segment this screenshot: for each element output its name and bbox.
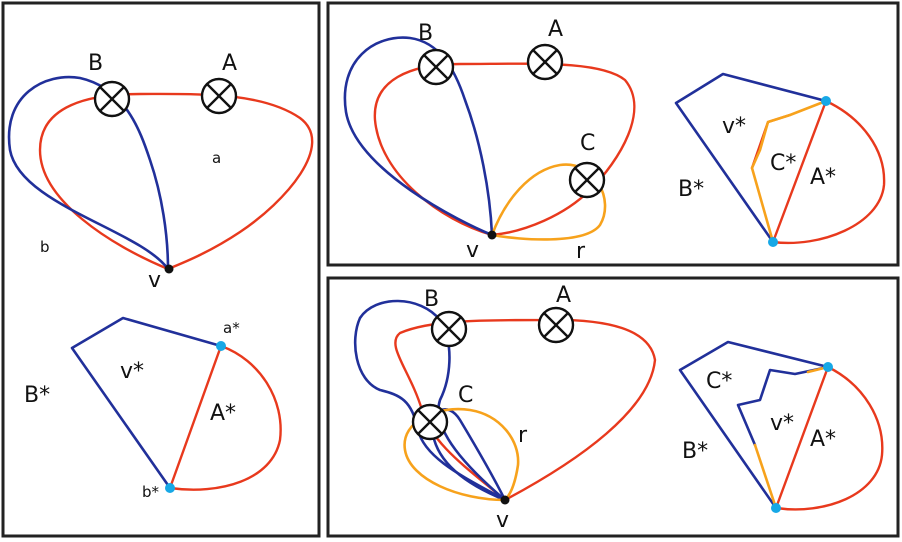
br-label-B-star: B* xyxy=(682,439,708,464)
br-label-A-star: A* xyxy=(810,427,836,452)
br-label-v-star: v* xyxy=(770,411,794,436)
br-dual-blue-boundary xyxy=(678,340,830,510)
tr-C-vertex-icon xyxy=(568,161,606,199)
tr-label-B-star: B* xyxy=(678,177,704,202)
left-A-vertex-icon xyxy=(200,77,238,115)
tr-dual-top-dot xyxy=(821,96,831,106)
br-C-vertex-icon xyxy=(411,403,449,441)
tr-B-vertex-icon xyxy=(417,48,455,86)
left-panel-frame xyxy=(1,1,321,538)
br-orange-loop xyxy=(403,407,520,502)
left-label-v-star: v* xyxy=(120,359,144,384)
br-label-C-star: C* xyxy=(706,369,732,394)
left-graph: B A a b v xyxy=(7,51,314,293)
left-dual-red-arc xyxy=(168,344,282,491)
br-B-vertex-icon xyxy=(430,310,468,348)
left-blue-loop xyxy=(7,75,170,271)
br-label-v: v xyxy=(496,508,509,533)
left-v-dot xyxy=(164,264,174,274)
br-dual-bottom-dot xyxy=(771,503,781,513)
left-B-vertex-icon xyxy=(93,80,131,118)
br-blue-loop xyxy=(353,299,507,502)
tr-dual-red-arc xyxy=(771,99,886,245)
bottom-right-dual: C* v* A* B* xyxy=(678,340,884,513)
left-label-B: B xyxy=(88,51,103,76)
tr-label-A: A xyxy=(548,17,563,42)
tr-dual-red-chord xyxy=(771,99,828,244)
tr-v-dot xyxy=(487,230,497,240)
tr-blue-loop xyxy=(343,36,494,237)
left-label-b: b xyxy=(40,238,50,256)
tr-label-C-star: C* xyxy=(770,151,796,176)
br-label-r: r xyxy=(518,423,528,448)
left-dual-b-star-dot xyxy=(165,483,175,493)
br-dual-top-dot xyxy=(823,362,833,372)
tr-dual-orange-path xyxy=(750,99,828,244)
bottom-right-graph: B A C r v xyxy=(353,283,657,533)
tr-label-A-star: A* xyxy=(810,165,836,190)
top-right-panel-frame xyxy=(326,1,900,267)
br-label-A: A xyxy=(556,283,571,308)
left-label-v: v xyxy=(148,268,161,293)
tr-dual-bottom-dot xyxy=(768,237,778,247)
left-dual-red-chord xyxy=(168,344,223,490)
tr-label-v: v xyxy=(466,238,479,263)
br-dual-red-chord xyxy=(774,365,830,510)
br-v-dot xyxy=(500,495,510,505)
left-red-loop xyxy=(38,92,314,271)
left-label-a-star: a* xyxy=(223,319,240,337)
tr-dual-blue-boundary xyxy=(674,72,828,244)
left-dual-blue-boundary xyxy=(70,316,223,490)
left-label-a: a xyxy=(212,149,221,167)
br-dual-red-arc xyxy=(774,365,884,511)
left-dual-a-star-dot xyxy=(216,341,226,351)
tr-A-vertex-icon xyxy=(526,43,564,81)
br-label-B: B xyxy=(424,287,439,312)
tr-label-C: C xyxy=(580,131,595,156)
left-label-b-star: b* xyxy=(142,483,160,501)
tr-label-B: B xyxy=(418,21,433,46)
top-right-dual: v* C* A* B* xyxy=(674,72,886,247)
tr-label-r: r xyxy=(576,239,586,264)
left-label-B-star: B* xyxy=(24,383,50,408)
tr-label-v-star: v* xyxy=(722,114,746,139)
left-label-A: A xyxy=(222,51,237,76)
br-dual-blue-inner xyxy=(736,365,830,447)
br-A-vertex-icon xyxy=(537,306,575,344)
bottom-right-panel-frame xyxy=(326,276,900,538)
top-right-graph: B A C v r xyxy=(343,17,636,264)
left-label-A-star: A* xyxy=(210,401,236,426)
left-dual: v* B* A* a* b* xyxy=(24,316,282,501)
br-label-C: C xyxy=(458,383,473,408)
